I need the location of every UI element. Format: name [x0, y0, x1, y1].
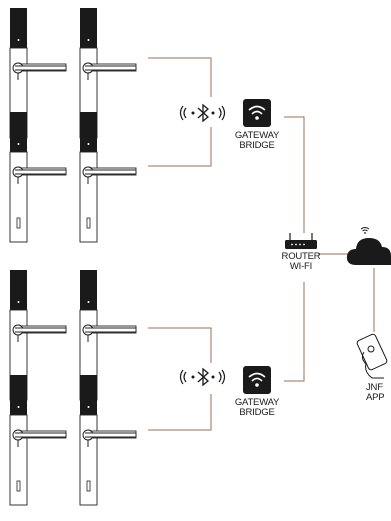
- gateway-bottom-label: GATEWAY BRIDGE: [229, 398, 285, 418]
- router-line2: WI-FI: [289, 261, 313, 272]
- router-label: ROUTER WI-FI: [276, 252, 326, 272]
- door-handle-lock-icon: [9, 111, 67, 243]
- door-handle-lock-icon: [79, 111, 137, 243]
- router-icon: [285, 233, 317, 249]
- wifi-gateway-icon: [243, 99, 271, 127]
- app-line1: JNF: [366, 382, 383, 393]
- connector-bottom-upper-locks: [148, 327, 212, 363]
- connector-lines: [148, 57, 375, 431]
- router-line1: ROUTER: [281, 251, 321, 262]
- door-handle-lock-icon: [9, 374, 67, 506]
- app-line2: APP: [366, 392, 385, 403]
- gateway-bottom-line1: GATEWAY: [234, 397, 280, 408]
- smartphone-app-icon: [356, 333, 388, 379]
- wifi-gateway-icon: [243, 366, 271, 394]
- door-handle-lock-icon: [79, 374, 137, 506]
- bluetooth-icon: [179, 103, 226, 123]
- connector-top-gateway-router: [284, 116, 305, 233]
- bluetooth-icon: [179, 367, 226, 387]
- connector-top-lower-locks: [148, 127, 212, 167]
- connector-top-upper-locks: [148, 57, 212, 97]
- gateway-top-line1: GATEWAY: [234, 130, 280, 141]
- connector-bottom-gateway-router: [284, 282, 305, 382]
- app-label: JNF APP: [366, 383, 391, 403]
- gateway-top-label: GATEWAY BRIDGE: [229, 131, 285, 151]
- connector-bottom-lower-locks: [148, 394, 212, 431]
- gateway-top-line2: BRIDGE: [239, 140, 275, 151]
- cloud-icon: [346, 227, 391, 265]
- gateway-bottom-line2: BRIDGE: [239, 407, 275, 418]
